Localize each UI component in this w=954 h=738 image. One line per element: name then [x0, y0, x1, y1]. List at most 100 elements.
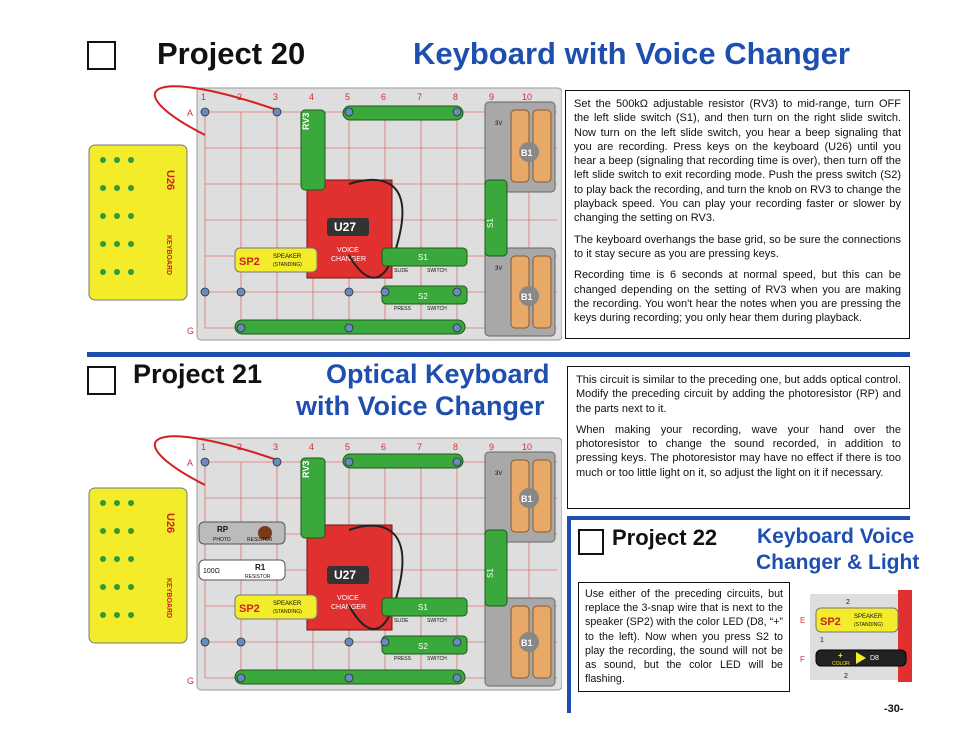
col-label: 1 [201, 442, 206, 452]
slide-label: SLIDE [394, 268, 409, 274]
s2-label: S2 [418, 642, 428, 651]
col-label: 8 [453, 442, 458, 452]
col-label: 10 [522, 92, 532, 102]
u26-label: U26 [164, 513, 176, 533]
col-label: 4 [309, 92, 314, 102]
project21-instructions: This circuit is similar to the preceding… [567, 366, 910, 509]
top-wire [342, 105, 464, 121]
rv3-label: RV3 [301, 113, 311, 130]
switch-label: SWITCH [427, 656, 447, 662]
project21-title-line1: Optical Keyboard [326, 359, 550, 389]
r1-label: R1 [255, 563, 266, 572]
changer-label: CHANGER [331, 604, 366, 611]
resistor-r1 [198, 559, 286, 581]
standing-label: (STANDING) [273, 609, 302, 615]
press-label: PRESS [394, 656, 412, 662]
inset-sp2-label: SP2 [820, 616, 841, 628]
project22-title-line1: Keyboard Voice [757, 525, 915, 548]
project22-top-rule [567, 516, 910, 520]
rv3-label: RV3 [301, 461, 311, 478]
row-f-label: F [800, 655, 805, 664]
standing-label: (STANDING) [273, 262, 302, 268]
project22-left-rule [567, 516, 571, 713]
keyboard-label: KEYBOARD [165, 235, 172, 275]
keyboard-u26 [88, 487, 188, 644]
keyboard-label: KEYBOARD [165, 578, 172, 618]
row-e-label: E [800, 616, 805, 625]
paragraph: This circuit is similar to the preceding… [576, 374, 901, 415]
col-label: 5 [345, 92, 350, 102]
keyboard-u26 [88, 144, 188, 301]
section-divider [87, 352, 910, 357]
u27-label: U27 [334, 220, 356, 234]
project20-number: Project 20 [157, 36, 306, 71]
black-jumper-wire [347, 178, 404, 279]
row-label: G [187, 326, 194, 336]
switch-label: SWITCH [427, 268, 447, 274]
slide-switch-s1 [381, 597, 468, 617]
sp2-label: SP2 [239, 603, 260, 615]
paragraph: Recording time is 6 seconds at normal sp… [574, 269, 901, 325]
b1-label: B1 [521, 638, 533, 648]
project22-inset-diagram: E F 2 SP2 SPEAKER (STANDING) 1 + COLOR D… [800, 590, 912, 682]
row-label: G [187, 676, 194, 686]
voice-label: VOICE [337, 247, 359, 254]
b1-label: B1 [521, 292, 533, 302]
col-label: 1 [201, 92, 206, 102]
s1-label: S1 [418, 603, 428, 612]
page-number: -30- [884, 703, 904, 715]
top-wire [342, 453, 464, 469]
project20-title: Keyboard with Voice Changer [413, 36, 850, 71]
voltage-label: 3V [495, 266, 502, 272]
col-label: 3 [273, 92, 278, 102]
project20-circuit-diagram: 1 2 3 4 5 6 7 8 9 10 A G U26 KEYBOARD U2… [88, 85, 562, 341]
col-label: 6 [381, 92, 386, 102]
red-jumper-wire [154, 85, 278, 136]
paragraph: Set the 500kΩ adjustable resistor (RV3) … [574, 98, 901, 225]
led-icon [856, 652, 866, 664]
col-label: 9 [489, 442, 494, 452]
s1-label: S1 [486, 218, 495, 228]
row-label: A [187, 108, 193, 118]
inset-number: 2 [846, 599, 850, 606]
speaker-label: SPEAKER [273, 601, 302, 607]
voltage-label: 3V [495, 471, 502, 477]
r1-value: 100Ω [203, 568, 220, 575]
black-jumper-wire [347, 524, 404, 630]
project21-title-line2: with Voice Changer [296, 391, 545, 421]
u26-label: U26 [164, 170, 176, 190]
inset-standing-label: (STANDING) [854, 622, 883, 628]
row-label: A [187, 458, 193, 468]
press-label: PRESS [394, 306, 412, 312]
inset-number: 1 [820, 637, 824, 644]
u27-label: U27 [334, 568, 356, 582]
switch-label: SWITCH [427, 306, 447, 312]
led-plus-label: + [838, 651, 843, 660]
slide-label: SLIDE [394, 618, 409, 624]
resistor-label: RESISTOR [245, 574, 271, 580]
slide-switch-s1 [381, 247, 468, 267]
led-color-label: COLOR [832, 661, 850, 667]
resistor-label: RESISTOR [247, 537, 273, 543]
col-label: 6 [381, 442, 386, 452]
project22-checkbox[interactable] [578, 529, 604, 555]
col-label: 2 [237, 442, 242, 452]
project20-checkbox[interactable] [87, 41, 116, 70]
col-label: 7 [417, 442, 422, 452]
paragraph: When making your recording, wave your ha… [576, 423, 901, 479]
rp-label: RP [217, 525, 229, 534]
col-label: 5 [345, 442, 350, 452]
changer-label: CHANGER [331, 256, 366, 263]
s1-label: S1 [486, 568, 495, 578]
voltage-label: 3V [495, 121, 502, 127]
col-label: 2 [237, 92, 242, 102]
slide-switch-right [484, 529, 508, 607]
project21-circuit-diagram: 1 2 3 4 5 6 7 8 9 10 A G U26 KEYBOARD RP… [88, 435, 562, 691]
b1-label: B1 [521, 148, 533, 158]
project21-checkbox[interactable] [87, 366, 116, 395]
project20-instructions: Set the 500kΩ adjustable resistor (RV3) … [565, 90, 910, 339]
speaker-sp2 [234, 594, 318, 620]
col-label: 10 [522, 442, 532, 452]
paragraph: Use either of the preceding circuits, bu… [585, 588, 783, 686]
b1-label: B1 [521, 494, 533, 504]
